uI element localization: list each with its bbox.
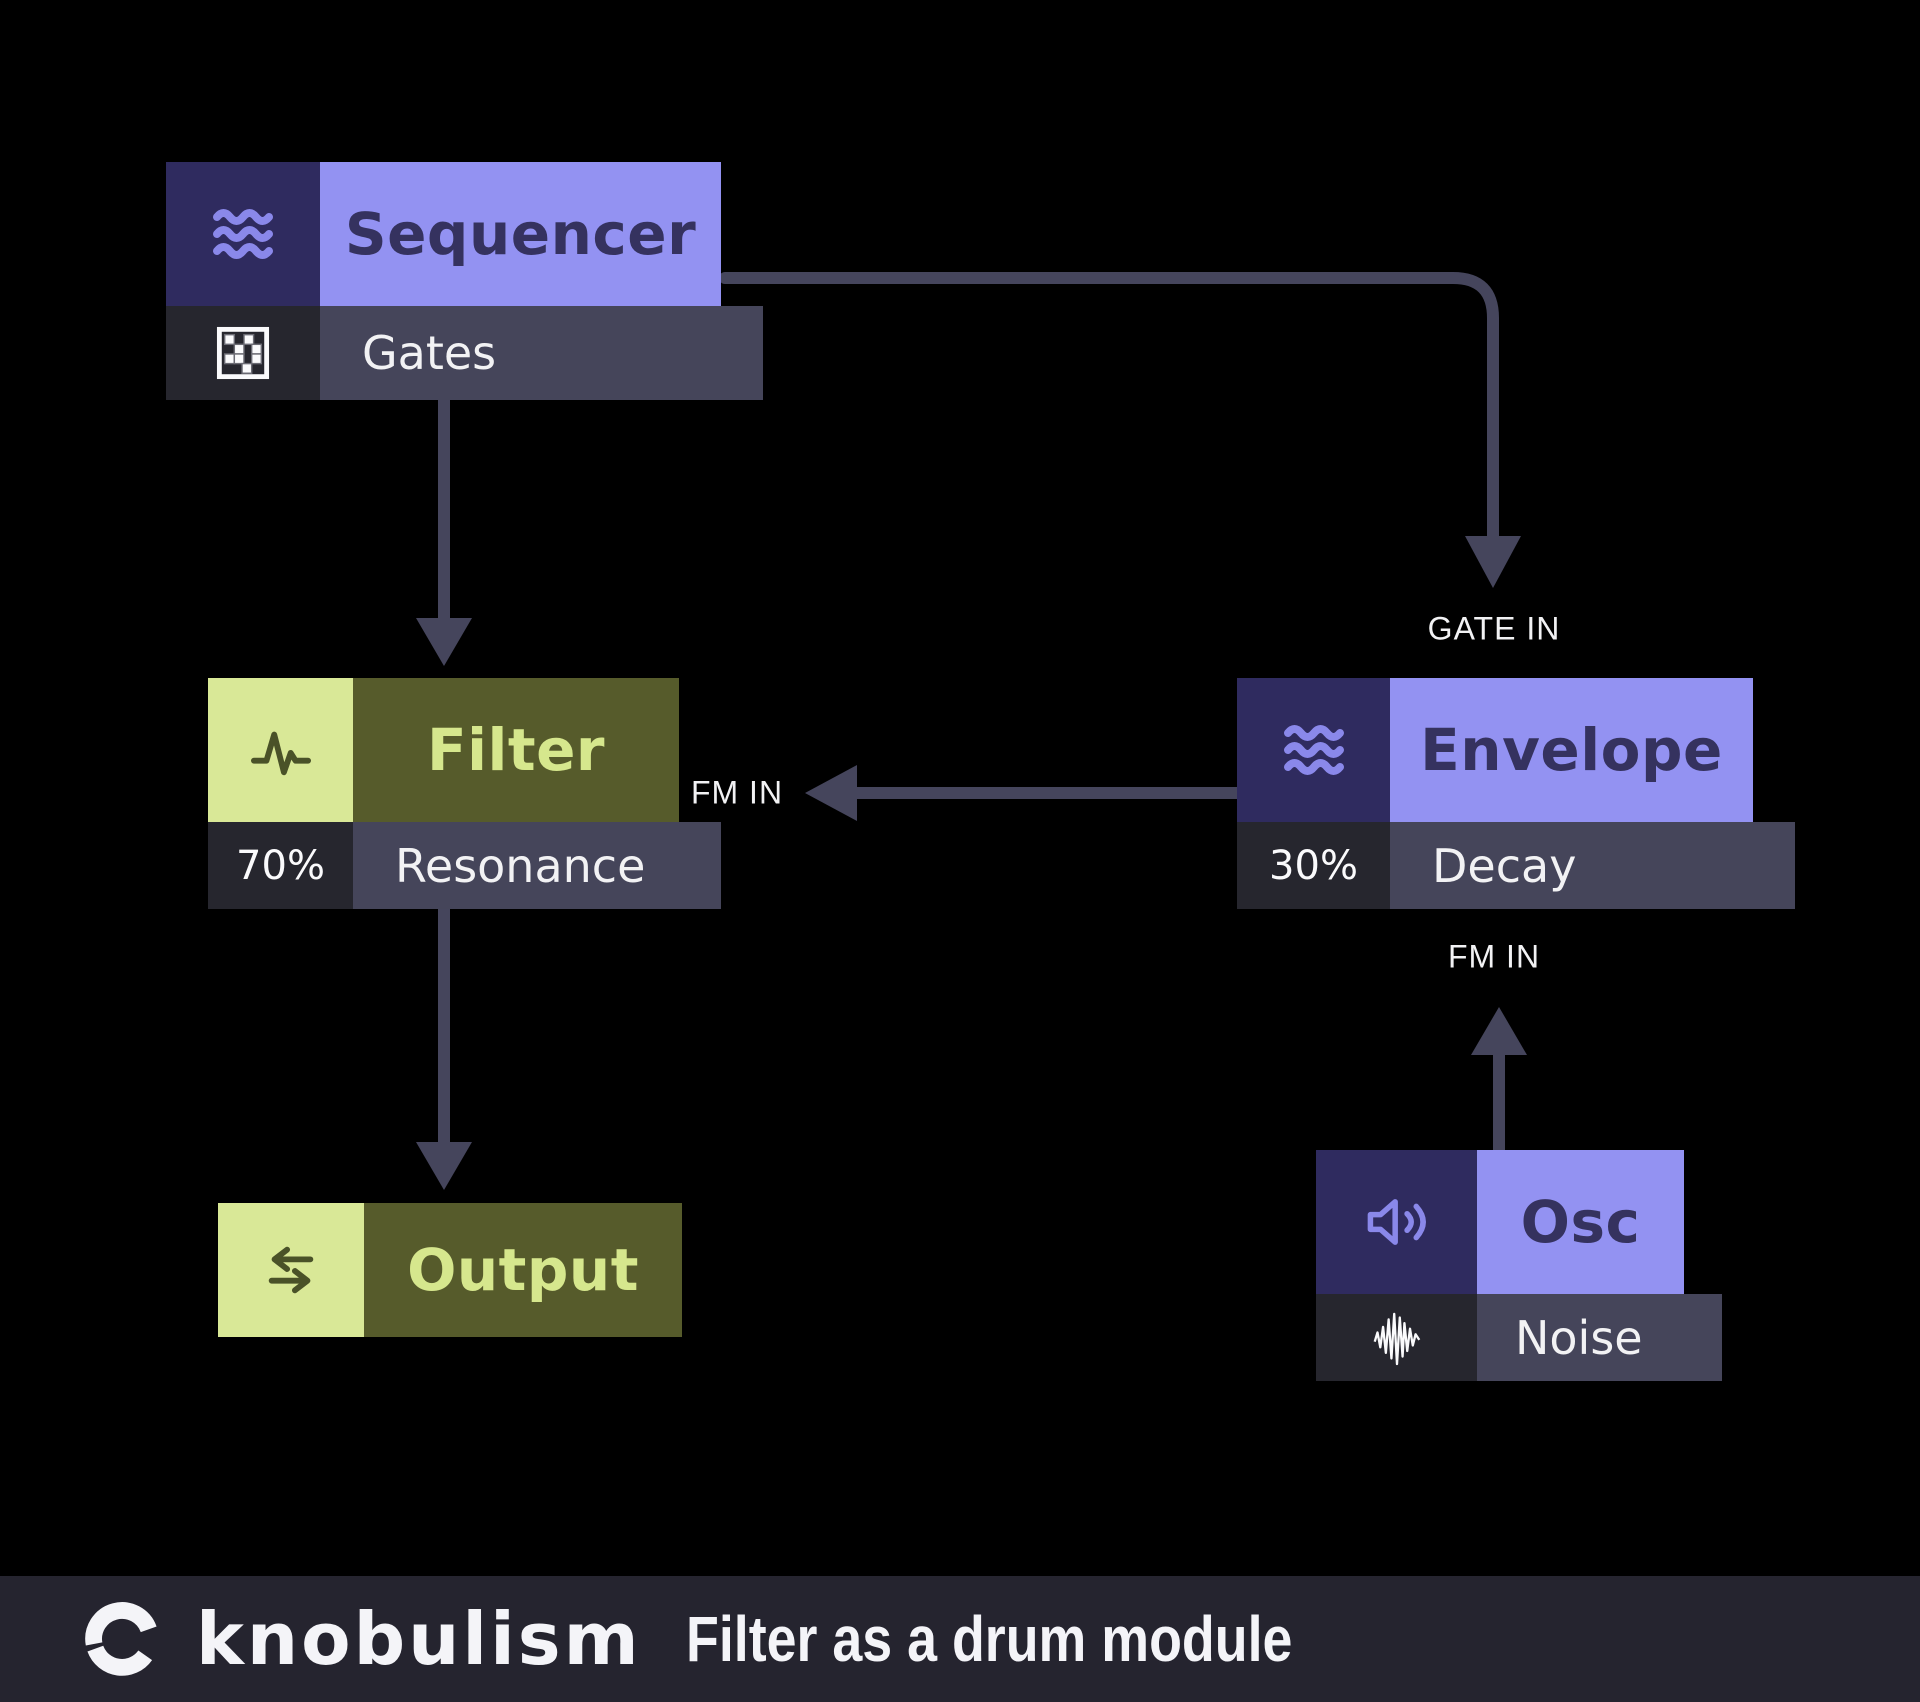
fm-in-envelope-label: FM IN [1447,938,1541,975]
noise-wave-icon [1373,1312,1420,1365]
arrowhead-left-filter [805,765,857,821]
envelope-icon-cell [1237,678,1390,822]
envelope-sub-value: 30% [1237,822,1390,909]
osc-sub-label: Noise [1477,1294,1722,1381]
edge-sequencer-envelope [719,272,1499,542]
sequencer-icon-cell [166,162,320,306]
sequencer-sub-icon-cell [166,306,320,400]
filter-sub-value: 70% [208,822,353,909]
gate-pattern-icon [216,326,270,380]
osc-title: Osc [1477,1150,1684,1294]
knob-logo-icon [85,1602,157,1676]
filter-sub-label: Resonance [353,822,721,909]
waves-icon [213,209,273,259]
filter-icon-cell [208,678,353,822]
gate-in-label: GATE IN [1427,610,1561,647]
footer-bar: knobulism Filter as a drum module [0,1576,1920,1702]
diagram-title: Filter as a drum module [685,1603,1293,1675]
arrowhead-up-envelope [1471,1007,1527,1055]
osc-icon-cell [1316,1150,1477,1294]
sequencer-title: Sequencer [320,162,721,306]
sequencer-sub-label: Gates [320,306,763,400]
brand-name: knobulism [196,1597,642,1681]
swap-arrows-icon [268,1246,314,1294]
fm-in-filter-label: FM IN [690,774,784,811]
speaker-icon [1367,1199,1426,1245]
output-title: Output [364,1203,682,1337]
waves-icon [1283,725,1344,775]
arrowhead-down-envelope [1465,536,1521,588]
envelope-sub-label: Decay [1390,822,1795,909]
output-icon-cell [218,1203,364,1337]
node-osc: Osc Noise [1316,1150,1722,1381]
node-envelope: Envelope 30% Decay [1237,678,1795,909]
node-output: Output [218,1203,682,1337]
pulse-icon [250,731,311,776]
filter-title: Filter [353,678,679,822]
node-filter: Filter 70% Resonance [208,678,721,909]
arrowhead-down-output [416,1142,472,1190]
arrowhead-down-filter [416,618,472,666]
envelope-title: Envelope [1390,678,1753,822]
osc-sub-icon-cell [1316,1294,1477,1381]
node-sequencer: Sequencer Gates [166,162,763,400]
